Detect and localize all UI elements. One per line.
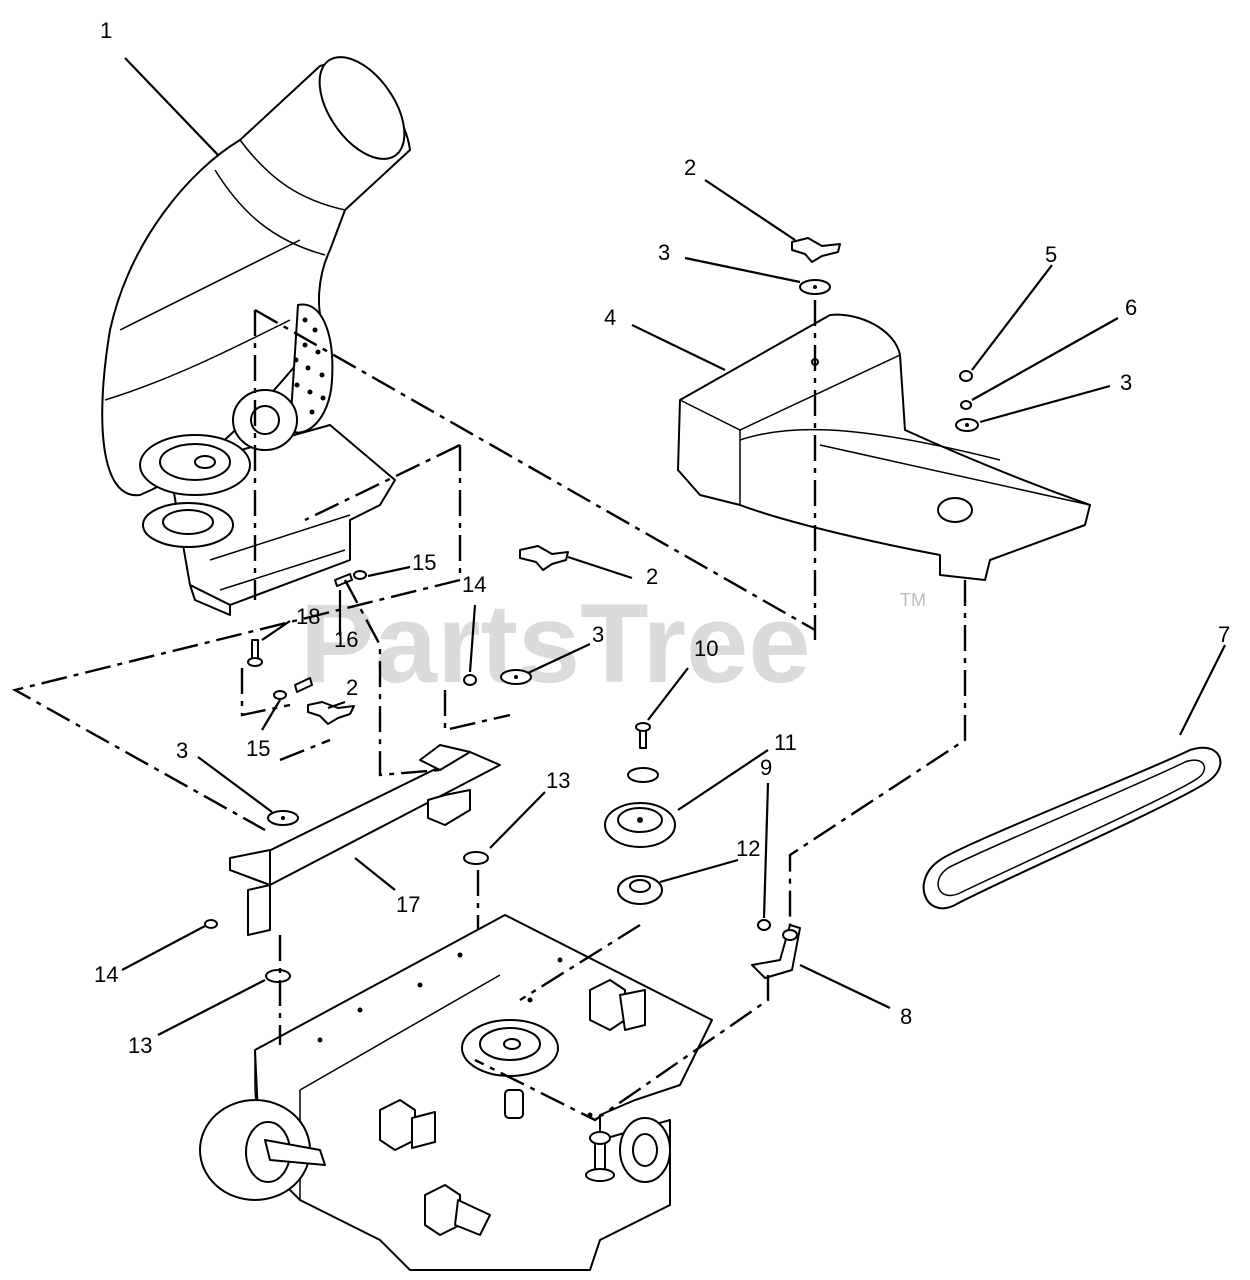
- watermark-text: PartsTree: [300, 581, 811, 706]
- blower-housing[interactable]: [139, 389, 396, 616]
- callout-9: 9: [760, 755, 772, 780]
- callout-2: 2: [646, 564, 658, 589]
- callout-12: 12: [736, 836, 760, 861]
- callout-1: 1: [100, 18, 112, 43]
- caster-wheel[interactable]: [199, 1099, 326, 1201]
- callout-3: 3: [1120, 370, 1132, 395]
- callout-8: 8: [900, 1004, 912, 1029]
- callout-15: 15: [412, 550, 436, 575]
- callout-10: 10: [694, 636, 718, 661]
- callout-15: 15: [246, 736, 270, 761]
- callout-7: 7: [1218, 622, 1230, 647]
- callout-17: 17: [396, 892, 420, 917]
- hardware-pieces[interactable]: [204, 545, 801, 983]
- callout-18: 18: [296, 604, 320, 629]
- callout-13: 13: [546, 768, 570, 793]
- callout-6: 6: [1125, 295, 1137, 320]
- callout-3: 3: [658, 240, 670, 265]
- callout-2: 2: [684, 155, 696, 180]
- belt-cover[interactable]: [677, 313, 1091, 581]
- callout-11: 11: [774, 730, 797, 755]
- callout-13: 13: [128, 1033, 152, 1058]
- wing-nut-top[interactable]: [791, 237, 841, 263]
- drive-belt[interactable]: [922, 746, 1222, 910]
- callout-2: 2: [346, 675, 358, 700]
- callout-3: 3: [176, 738, 188, 763]
- watermark-trademark: TM: [900, 590, 926, 610]
- chassis-brackets[interactable]: [379, 979, 671, 1236]
- callout-14: 14: [462, 572, 486, 597]
- callout-3: 3: [592, 622, 604, 647]
- assembly-lines: [11, 300, 967, 1122]
- leader-lines: [121, 57, 1226, 1036]
- callout-labels: 1 2 3 4 5 6 3 15 14 2 3 18 16 7 10 2 15 …: [94, 18, 1230, 1058]
- cover-hardware[interactable]: [955, 370, 979, 432]
- callout-5: 5: [1045, 242, 1057, 267]
- callout-16: 16: [334, 627, 358, 652]
- callout-14: 14: [94, 962, 118, 987]
- washer-top[interactable]: [799, 279, 831, 295]
- mounting-bar[interactable]: [229, 744, 501, 936]
- callout-4: 4: [604, 305, 616, 330]
- chassis-pulley[interactable]: [461, 1019, 559, 1077]
